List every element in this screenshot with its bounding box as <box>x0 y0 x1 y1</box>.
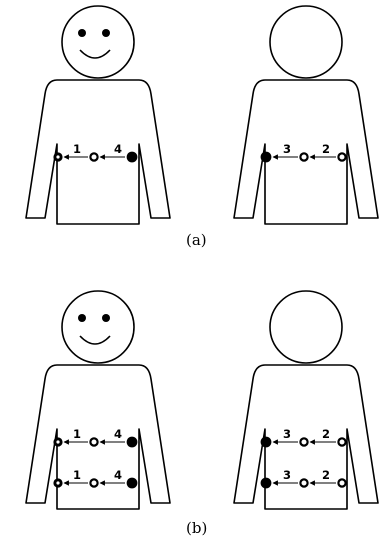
step-label: 2 <box>322 142 330 156</box>
step-label: 3 <box>283 427 291 441</box>
eye-left-icon <box>78 29 86 37</box>
step-label: 4 <box>114 427 122 441</box>
head <box>61 290 135 364</box>
smile-icon <box>79 335 111 345</box>
electrode-filled <box>126 436 138 448</box>
step-label: 4 <box>114 142 122 156</box>
smile-icon <box>79 49 111 59</box>
head-back-a <box>269 5 343 79</box>
electrode-filled <box>260 151 272 163</box>
electrode-open <box>299 152 309 162</box>
step-label: 1 <box>73 427 81 441</box>
electrode-filled <box>126 477 138 489</box>
electrode-open <box>89 152 99 162</box>
panel-a: 1 4 3 2 (a) <box>25 5 379 249</box>
step-label: 2 <box>322 427 330 441</box>
electrode-core <box>56 481 60 485</box>
step-label: 4 <box>114 468 122 482</box>
step-label: 1 <box>73 142 81 156</box>
electrode-core <box>56 440 60 444</box>
electrode-row-b-right-1: 3 2 <box>260 427 347 448</box>
caption-b: (b) <box>186 519 207 537</box>
head-back-b <box>269 290 343 364</box>
electrode-core <box>56 155 60 159</box>
electrode-row-b-left-2: 1 4 <box>53 468 138 489</box>
electrode-open <box>299 478 309 488</box>
electrode-row-b-right-2: 3 2 <box>260 468 347 489</box>
figure-back-a <box>233 79 379 225</box>
electrode-filled <box>126 151 138 163</box>
electrode-open <box>337 437 347 447</box>
torso <box>233 79 379 225</box>
step-label: 3 <box>283 142 291 156</box>
step-label: 3 <box>283 468 291 482</box>
eye-right-icon <box>102 314 110 322</box>
figure-front-a <box>25 79 171 225</box>
head-front-b <box>61 290 135 364</box>
eye-left-icon <box>78 314 86 322</box>
eye-right-icon <box>102 29 110 37</box>
electrode-open <box>337 152 347 162</box>
electrode-open <box>89 437 99 447</box>
electrode-filled <box>260 436 272 448</box>
electrode-open <box>89 478 99 488</box>
electrode-open <box>299 437 309 447</box>
electrode-row-b-left-1: 1 4 <box>53 427 138 448</box>
head <box>61 5 135 79</box>
step-label: 1 <box>73 468 81 482</box>
electrode-open <box>337 478 347 488</box>
torso <box>25 364 171 510</box>
figure-front-b <box>25 364 171 510</box>
electrode-filled <box>260 477 272 489</box>
torso <box>233 364 379 510</box>
panel-b: 1 4 1 4 3 2 <box>25 290 379 537</box>
torso <box>25 79 171 225</box>
electrode-row-a-right: 3 2 <box>260 142 347 163</box>
step-label: 2 <box>322 468 330 482</box>
figure-back-b <box>233 364 379 510</box>
head-front-a <box>61 5 135 79</box>
caption-a: (a) <box>186 231 207 249</box>
electrode-row-a-left: 1 4 <box>53 142 138 163</box>
